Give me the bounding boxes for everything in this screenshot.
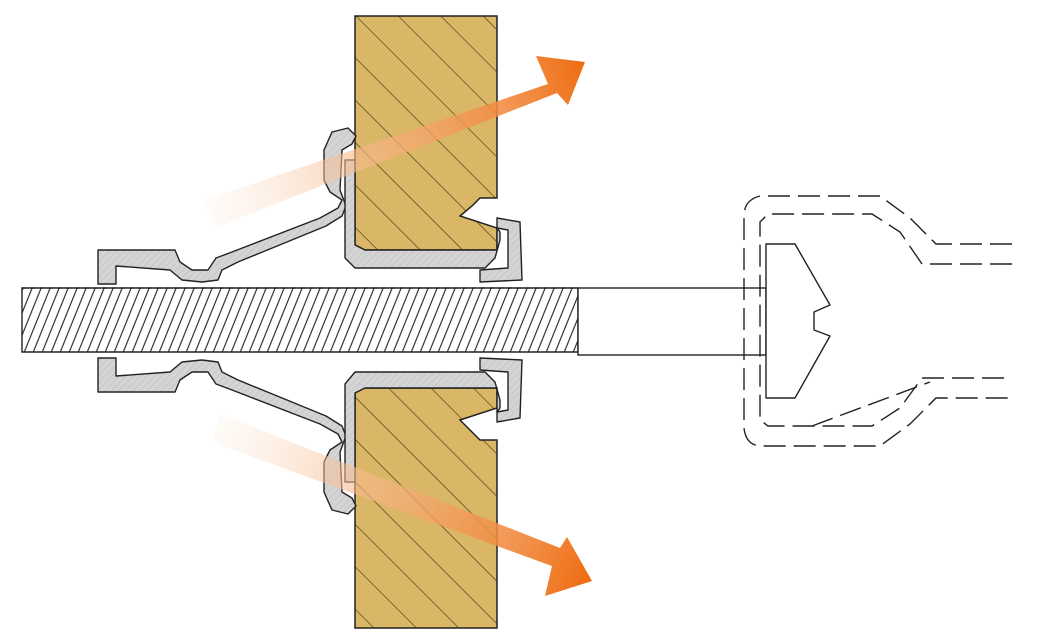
screw [21, 243, 831, 399]
screw-smooth-shank [577, 287, 767, 356]
screw-threaded-shank [21, 287, 579, 353]
setting-tool [743, 195, 1012, 447]
sleeve-hole-lining-bottom [344, 371, 501, 483]
screw-head [765, 243, 831, 399]
setting-tool-outer-outline [743, 195, 1012, 447]
setting-tool-jaw [811, 381, 931, 427]
sleeve-end-cap-bottom [97, 357, 357, 515]
sleeve-hole-lining-top [344, 159, 501, 269]
sleeve-end-cap-top [97, 127, 357, 285]
sleeve-flange-bottom [479, 357, 523, 423]
anchor-sleeve-upper [97, 127, 523, 285]
force-arrow-top [205, 56, 585, 228]
force-arrow-bottom [212, 414, 592, 596]
anchor-sleeve-lower [97, 357, 523, 515]
setting-tool-inner-outline [759, 213, 1012, 427]
sleeve-flange-top [479, 217, 523, 283]
